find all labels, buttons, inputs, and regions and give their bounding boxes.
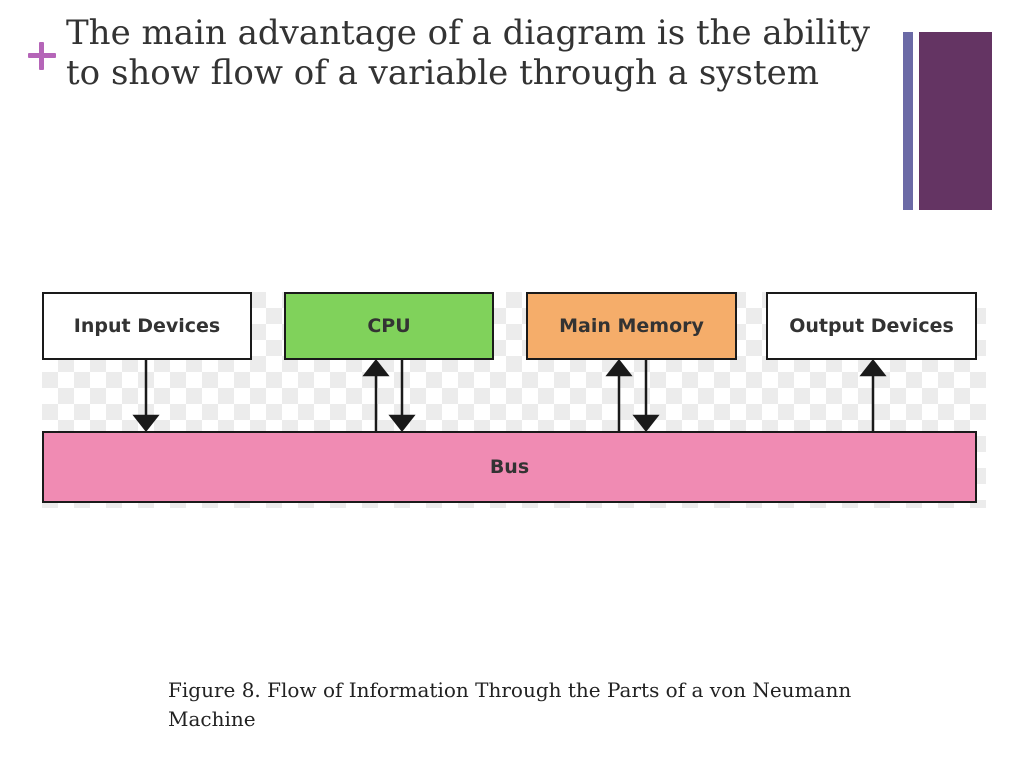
arrow-bus-to-cpu <box>362 358 390 431</box>
output-devices-box: Output Devices <box>766 292 977 360</box>
cpu-label: CPU <box>367 315 411 337</box>
arrow-cpu-to-bus <box>388 360 416 433</box>
accent-bar-thin <box>903 32 913 210</box>
input-devices-box: Input Devices <box>42 292 252 360</box>
bus-label: Bus <box>489 456 530 478</box>
main-memory-label: Main Memory <box>559 315 704 337</box>
output-devices-label: Output Devices <box>789 315 954 337</box>
bus-bar: Bus <box>42 431 977 503</box>
plus-icon <box>28 42 56 70</box>
arrow-bus-to-memory <box>605 358 633 431</box>
cpu-box: CPU <box>284 292 494 360</box>
slide-title: The main advantage of a diagram is the a… <box>66 13 870 93</box>
arrow-bus-to-output <box>859 358 887 431</box>
input-devices-label: Input Devices <box>73 315 221 337</box>
flow-arrows <box>132 358 887 433</box>
von-neumann-diagram: Input Devices CPU Main Memory Output Dev… <box>42 292 986 508</box>
accent-bar-thick <box>919 32 992 210</box>
figure-caption: Figure 8. Flow of Information Through th… <box>168 678 852 731</box>
arrow-memory-to-bus <box>632 360 660 433</box>
arrow-input-to-bus <box>132 360 160 433</box>
main-memory-box: Main Memory <box>526 292 737 360</box>
